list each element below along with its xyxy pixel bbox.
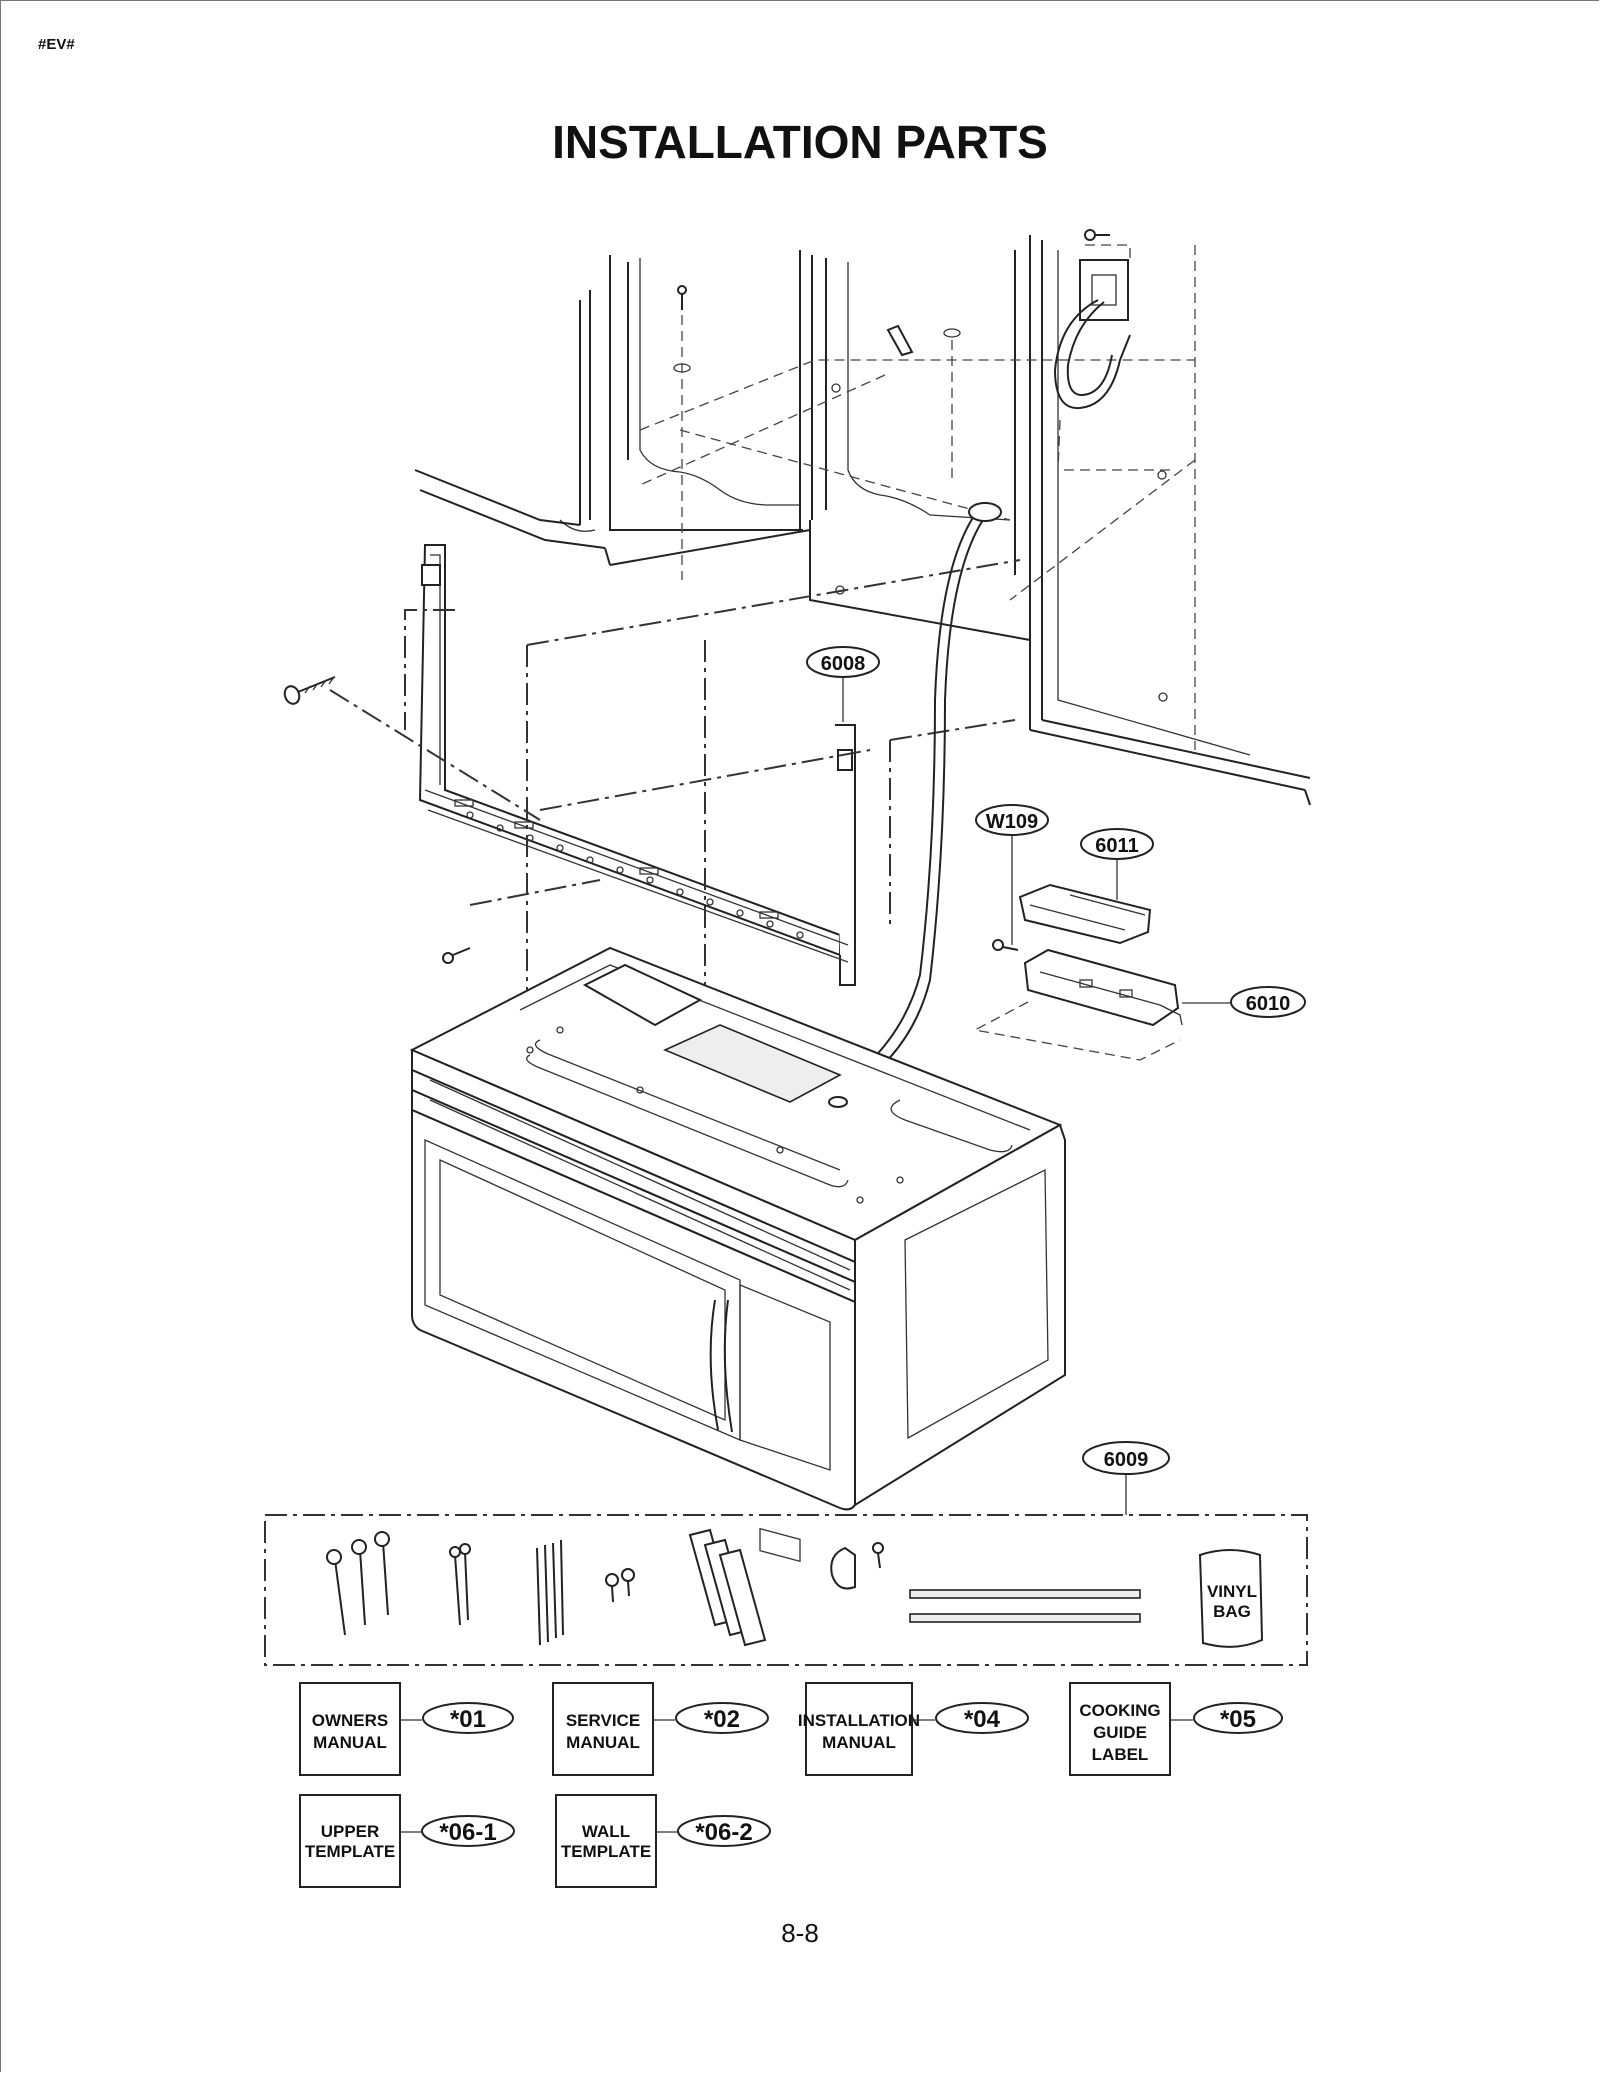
part-label-w109: W109 (986, 811, 1038, 833)
callout-6010: 6010 (1182, 986, 1306, 1018)
vinyl-bag-label-line1: VINYL (1207, 1582, 1257, 1601)
cooking-guide-label-box: COOKING GUIDE LABEL *05 (1069, 1682, 1283, 1776)
service-manual-line1: SERVICE (566, 1711, 640, 1730)
damper-housing-6010 (973, 948, 1183, 1061)
plate-slots (454, 799, 804, 939)
installation-manual-box: INSTALLATION MANUAL *04 (798, 1682, 1029, 1776)
mounting-plate (329, 544, 891, 986)
callout-6011: 6011 (1080, 828, 1154, 900)
installation-manual-line1: INSTALLATION (798, 1711, 920, 1730)
plate-screw (442, 947, 471, 964)
kit-toggle-bolts (326, 1531, 390, 1636)
part-label-05: *05 (1220, 1706, 1256, 1733)
kit-spacers (688, 1528, 767, 1647)
document-code: #EV# (38, 36, 75, 53)
align-line-right (889, 719, 1016, 741)
kit-anchors (449, 1543, 471, 1626)
align-line-top (526, 559, 1021, 646)
callout-w109: W109 (975, 804, 1049, 945)
part-label-06-1: *06-1 (439, 1819, 496, 1846)
upper-cabinets (414, 235, 1311, 806)
microwave-oven (409, 946, 1066, 1563)
wall-template-box: WALL TEMPLATE *06-2 (555, 1794, 771, 1888)
kit-vinyl-bag: VINYL BAG (1198, 1549, 1264, 1648)
kit-small-screws (605, 1568, 635, 1603)
vinyl-bag-label-line2: BAG (1213, 1602, 1251, 1621)
part-label-02: *02 (704, 1706, 740, 1733)
service-manual-line2: MANUAL (566, 1733, 640, 1752)
damper-screw-w109 (992, 939, 1019, 951)
part-label-01: *01 (450, 1706, 486, 1733)
part-label-06-2: *06-2 (695, 1819, 752, 1846)
owners-manual-line1: OWNERS (312, 1711, 389, 1730)
upper-template-line2: TEMPLATE (305, 1842, 395, 1861)
callout-6008: 6008 (806, 646, 880, 722)
part-label-6008: 6008 (821, 653, 866, 675)
owners-manual-line2: MANUAL (313, 1733, 387, 1752)
cooking-guide-line1: COOKING (1079, 1701, 1160, 1720)
cabinet-screws (639, 229, 1110, 580)
kit-filler-strips (909, 1589, 1141, 1623)
upper-template-line1: UPPER (321, 1822, 380, 1841)
installation-kit-box (264, 1514, 1308, 1666)
power-cord (834, 509, 991, 1101)
wall-template-line1: WALL (582, 1822, 630, 1841)
wall-lag-screw (283, 676, 336, 705)
damper-6011 (1018, 883, 1152, 945)
callout-6009: 6009 (1082, 1441, 1170, 1515)
upper-template-box: UPPER TEMPLATE *06-1 (299, 1794, 515, 1888)
page-title: INSTALLATION PARTS (552, 116, 1048, 168)
wall-outlet (1053, 244, 1131, 471)
cooking-guide-line2: GUIDE (1093, 1723, 1147, 1742)
part-label-6009: 6009 (1104, 1449, 1149, 1471)
service-manual-box: SERVICE MANUAL *02 (552, 1682, 769, 1776)
cooking-guide-line3: LABEL (1092, 1745, 1149, 1764)
part-label-6011: 6011 (1095, 835, 1138, 857)
owners-manual-box: OWNERS MANUAL *01 (299, 1682, 514, 1776)
installation-manual-line2: MANUAL (822, 1733, 896, 1752)
part-label-04: *04 (964, 1706, 1001, 1733)
kit-long-screws (536, 1539, 564, 1646)
wall-template-line2: TEMPLATE (561, 1842, 651, 1861)
page-number: 8-8 (781, 1918, 819, 1948)
kit-cord-clamp (830, 1542, 884, 1590)
part-label-6010: 6010 (1246, 993, 1291, 1015)
